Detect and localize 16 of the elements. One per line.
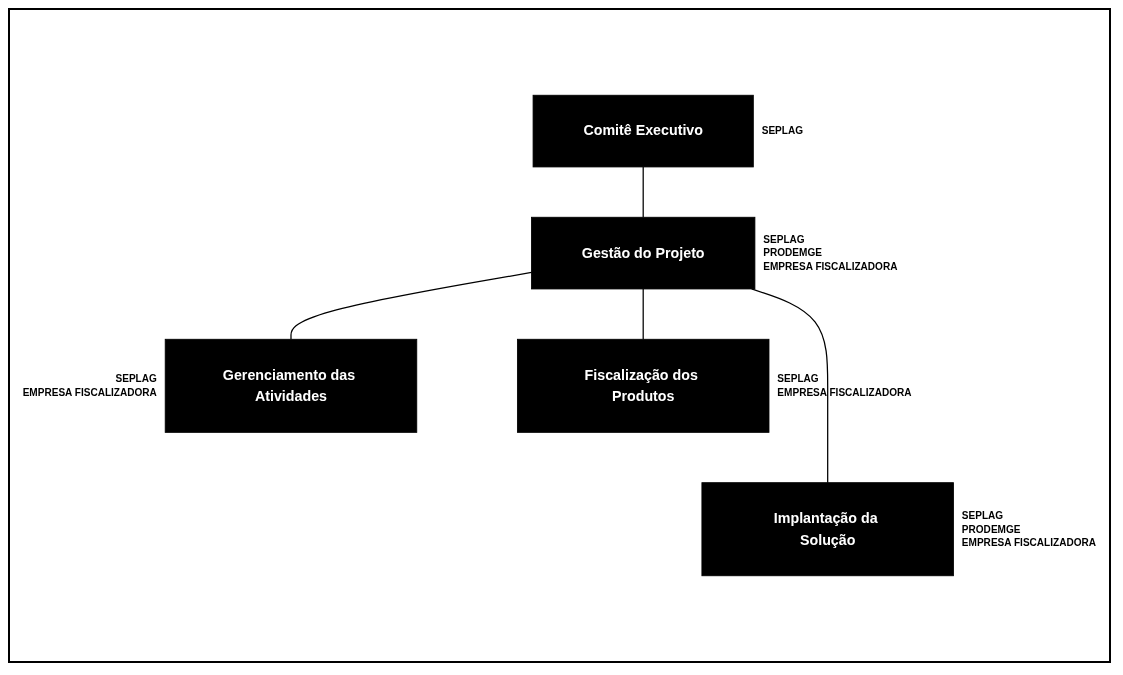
side-label: EMPRESA FISCALIZADORA [763, 260, 898, 272]
side-label: EMPRESA FISCALIZADORA [961, 537, 1096, 548]
org-box: Gestão do Projeto [531, 216, 756, 290]
org-box: Comitê Executivo [532, 94, 754, 168]
side-label: SEPLAG [761, 125, 804, 137]
side-label: SEPLAG [961, 510, 1004, 522]
org-box: Gerenciamento das Atividades [164, 338, 418, 433]
side-label: PRODEMGE [961, 523, 1021, 535]
side-label: SEPLAG [763, 234, 805, 246]
side-label: SEPLAG [777, 373, 819, 385]
side-label: EMPRESA FISCALIZADORA [22, 386, 157, 398]
side-label: EMPRESA FISCALIZADORA [777, 386, 912, 398]
side-label: PRODEMGE [763, 247, 822, 259]
side-label: SEPLAG [115, 373, 157, 385]
org-box: Implantação da Solução [701, 482, 954, 577]
org-box: Fiscalização dos Produtos [517, 338, 770, 433]
